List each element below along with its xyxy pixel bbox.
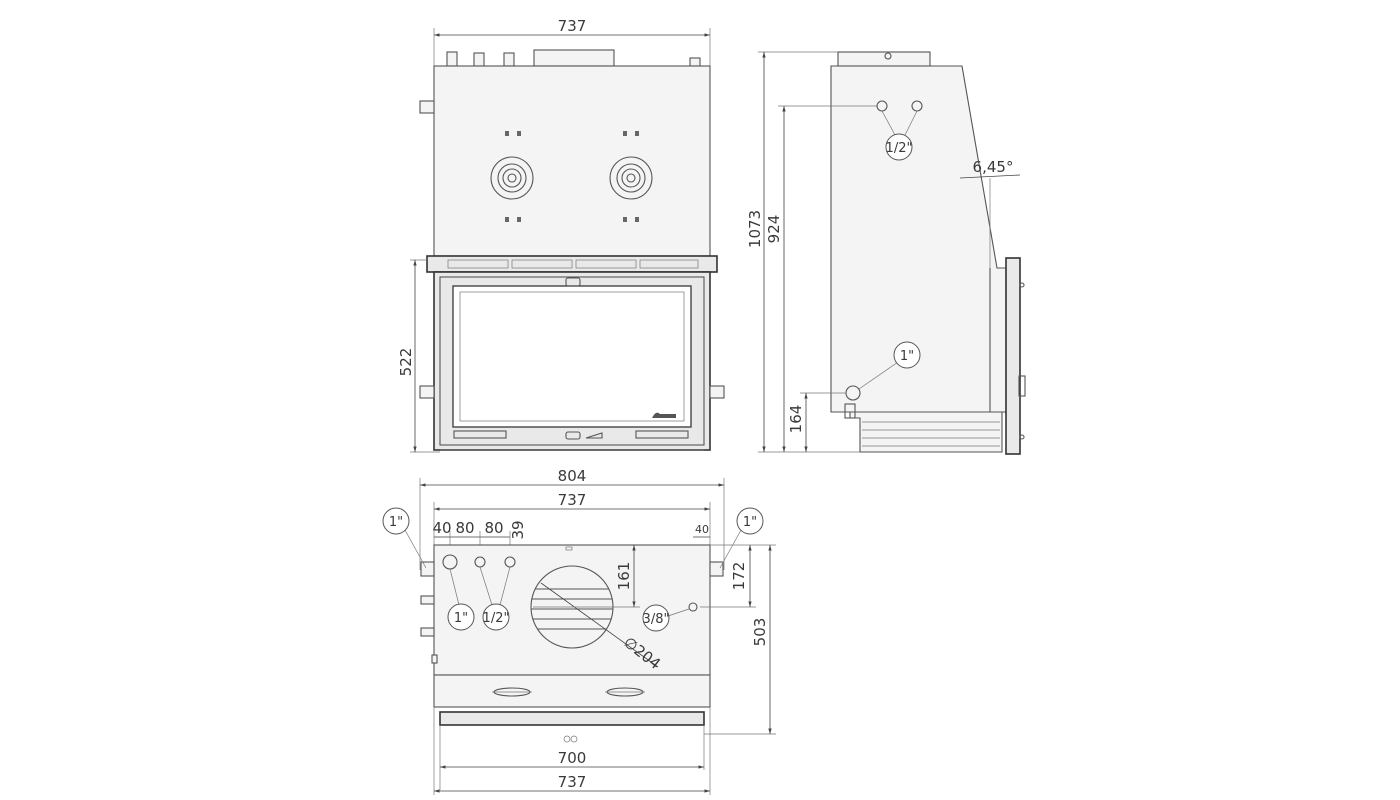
- side-angle-label: 6,45°: [973, 158, 1014, 176]
- top-balloon-right-top: 1": [743, 515, 757, 530]
- top-view: 804 737 40 80 80 39 40: [382, 467, 776, 795]
- top-door-frame: [439, 711, 705, 726]
- top-offset-1-label: 40: [432, 519, 451, 537]
- door-glass: [452, 285, 692, 428]
- side-bottom-height-label: 164: [787, 405, 805, 434]
- top-balloon-left-bottom: 1": [454, 611, 468, 626]
- front-upper-body: [433, 65, 711, 257]
- top-door-width-label: 700: [558, 749, 587, 767]
- top-balloon-middle: 1/2": [483, 611, 510, 626]
- side-balloon-top: 1/2": [886, 141, 913, 156]
- right-outlet-icon: [609, 156, 653, 200]
- side-balloon-bottom: 1": [900, 349, 914, 364]
- front-view: 737: [397, 17, 725, 453]
- top-side-depth-label: 172: [730, 562, 748, 591]
- top-offset-depth-label: 39: [509, 520, 527, 539]
- side-view: 1073 924 164 6,45° 1/2" 1": [746, 51, 1026, 455]
- side-door: [1005, 257, 1021, 455]
- top-total-depth-label: 503: [751, 618, 769, 647]
- front-width-label: 737: [558, 17, 587, 35]
- front-door-height-label: 522: [397, 348, 415, 377]
- top-body-width-label: 737: [558, 491, 587, 509]
- top-offset-3-label: 80: [484, 519, 503, 537]
- side-total-height-label: 1073: [746, 210, 764, 248]
- top-right-offset-label: 40: [695, 523, 709, 536]
- side-outlet-height-label: 924: [765, 215, 783, 244]
- logo-icon: [652, 412, 676, 418]
- flue-collar: [533, 49, 615, 67]
- top-bottom-width-label: 737: [558, 773, 587, 791]
- top-balloon-right: 3/8": [643, 612, 670, 627]
- top-flue-depth-label: 161: [615, 562, 633, 591]
- top-offset-2-label: 80: [455, 519, 474, 537]
- left-outlet-icon: [490, 156, 534, 200]
- top-overall-width-label: 804: [558, 467, 587, 485]
- top-balloon-left-top: 1": [389, 515, 403, 530]
